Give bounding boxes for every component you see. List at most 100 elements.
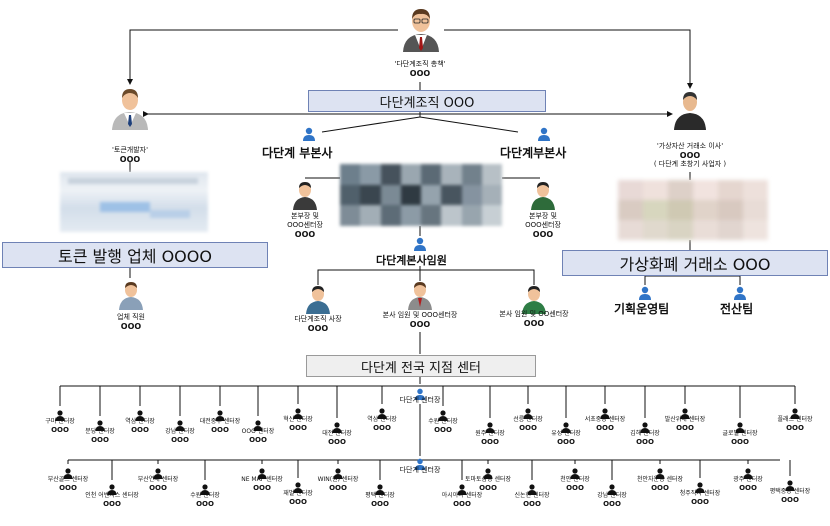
center-r2-title: 평택중앙 센터장	[769, 488, 811, 495]
left-head-line1: 본부장 및	[291, 212, 319, 220]
center-r1-sub: OOO	[51, 426, 69, 434]
center-r2-sub: OOO	[523, 500, 541, 508]
center-r2-title: 재벌 센터장	[283, 490, 313, 497]
center-r1-title: 글로벌 센터장	[722, 430, 758, 437]
right-head-line1: 본부장 및	[529, 212, 557, 220]
center-r2-title: 인천 어벤져스 센터장	[85, 492, 139, 499]
center-r1-title: 유성 센터장	[551, 430, 581, 437]
center-r2-person-icon	[63, 464, 73, 483]
center-r1-title: 대전중부 센터장	[199, 418, 241, 425]
center-r1-sub: OOO	[676, 424, 694, 432]
center-r1-title: 서초중앙 센터장	[584, 416, 626, 423]
center-r2-person-icon	[257, 464, 267, 483]
center-r2-sub: OOO	[196, 500, 214, 508]
it-team-icon	[733, 285, 747, 304]
center-r1-title: 구미 센터장	[45, 418, 75, 425]
center-r2-sub: OOO	[149, 484, 167, 492]
employee-title: 업체 직원	[117, 313, 145, 321]
center-r2-sub: OOO	[651, 484, 669, 492]
hq-title: 다단계본사임원	[376, 254, 447, 267]
center-r2-person-icon	[107, 480, 117, 499]
center-r1-person-icon	[561, 418, 571, 437]
center-r2-title: WIN(원) 센터장	[317, 476, 359, 483]
center-r2-person-icon	[457, 480, 467, 499]
center-r2-person-icon	[785, 476, 795, 495]
center-r1-person-icon	[735, 418, 745, 437]
center-r1-sub: OOO	[328, 438, 346, 446]
center-r2-sub: OOO	[566, 484, 584, 492]
center-r1-person-icon	[485, 418, 495, 437]
center-r1-sub: OOO	[91, 436, 109, 444]
center-r1-person-icon	[377, 404, 387, 423]
hq-icon	[413, 236, 427, 255]
center-r1-title: 강남 센터장	[165, 428, 195, 435]
token-developer-sub: OOO	[119, 155, 141, 164]
center-r1-sub: OOO	[481, 438, 499, 446]
center-r1-sub: OOO	[786, 424, 804, 432]
exchange-director-sub: OOO	[679, 151, 701, 160]
center-r2-sub: OOO	[103, 500, 121, 508]
left-head-label: 본부장 및 OOO센터장 OOO	[272, 212, 338, 239]
center-r1-person-icon	[293, 404, 303, 423]
hub-2-label: 다단계 센터장	[399, 466, 441, 474]
center-r2-title: 부산연제 센터장	[137, 476, 179, 483]
center-r2-title: 토마토삼성 센터장	[464, 476, 512, 483]
token-site-screenshot	[60, 172, 208, 232]
center-r1-person-icon	[55, 406, 65, 425]
exec-1-label: 다단계조직 사장 OOO	[278, 315, 358, 333]
center-r1-person-icon	[175, 416, 185, 435]
exec-1-sub: OOO	[307, 324, 329, 333]
left-head-avatar-icon	[292, 180, 318, 214]
exec-2-avatar-icon	[407, 280, 433, 314]
center-r1-person-icon	[332, 418, 342, 437]
center-r1-sub: OOO	[171, 436, 189, 444]
token-developer-label: '토큰개발자' OOO	[80, 146, 180, 164]
hub-1-icon	[414, 385, 426, 404]
center-r2-person-icon	[375, 480, 385, 499]
center-r1-person-icon	[523, 404, 533, 423]
center-r2-title: 청주직지 센터장	[679, 490, 721, 497]
center-r1-sub: OOO	[596, 424, 614, 432]
center-r1-person-icon	[253, 416, 263, 435]
center-blurred-photo	[340, 164, 502, 226]
center-r1-person-icon	[600, 404, 610, 423]
center-r1-sub: OOO	[557, 438, 575, 446]
center-r2-person-icon	[570, 464, 580, 483]
center-r2-title: 광주 센터장	[733, 476, 763, 483]
center-r2-person-icon	[200, 480, 210, 499]
center-r1-person-icon	[790, 404, 800, 423]
it-team-label: 전산팀	[720, 302, 754, 316]
center-r2-title: 천안 센터장	[560, 476, 590, 483]
token-developer-avatar-icon	[110, 86, 150, 134]
token-issuer-label: 토큰 발행 업체 OOOO	[58, 247, 212, 266]
center-r2-person-icon	[293, 478, 303, 497]
center-r2-sub: OOO	[289, 498, 307, 506]
center-r2-sub: OOO	[479, 484, 497, 492]
center-r1-sub: OOO	[249, 436, 267, 444]
exchange-director-note: ( 다단계 초창기 사업자 )	[653, 160, 727, 168]
center-r2-sub: OOO	[691, 498, 709, 506]
center-r1-title: 발산위해 센터장	[664, 416, 706, 423]
center-r1-sub: OOO	[731, 438, 749, 446]
planning-team-icon	[638, 285, 652, 304]
center-r1-sub: OOO	[131, 426, 149, 434]
center-r2-sub: OOO	[253, 484, 271, 492]
boss-title: '다단계조직 총책'	[394, 60, 446, 68]
center-r1-sub: OOO	[636, 438, 654, 446]
